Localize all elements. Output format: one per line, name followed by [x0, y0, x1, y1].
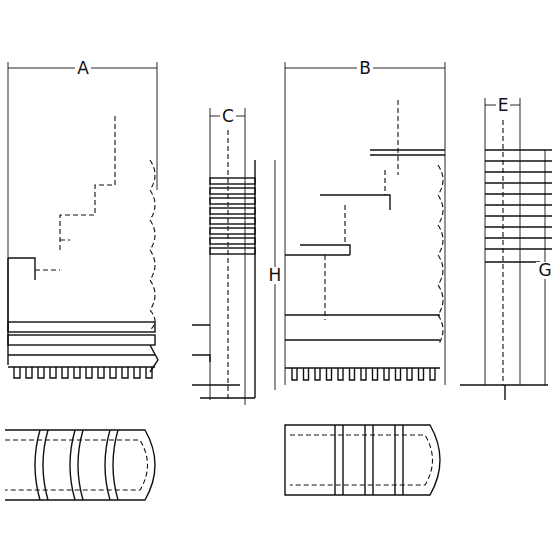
dimension-label: C: [220, 108, 236, 125]
dimension-label: B: [357, 60, 373, 77]
jaw-top-view-2: [285, 425, 440, 495]
dimension-label: A: [75, 60, 91, 77]
jaw-top-view: [5, 430, 155, 500]
dimension-label: H: [267, 267, 284, 284]
jaw-side-view: [192, 108, 255, 405]
jaw-front-view-2: [275, 62, 445, 390]
jaw-side-view-2: [460, 98, 552, 400]
dimension-label: G: [536, 262, 553, 279]
dimension-label: E: [496, 97, 511, 114]
jaw-front-view: [8, 62, 158, 378]
